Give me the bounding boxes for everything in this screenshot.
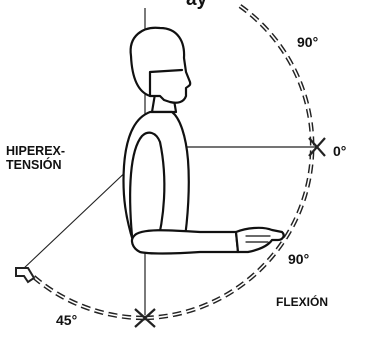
angle-0-label: 0° (333, 143, 346, 159)
top-cropped-text: ay (186, 0, 207, 11)
angle-45-label: 45° (56, 312, 77, 328)
hyperextension-label-line1: HIPEREX- (6, 144, 65, 158)
flexion-label: FLEXIÓN (276, 295, 328, 309)
human-figure (123, 28, 283, 254)
angle-90-top-label: 90° (297, 34, 318, 50)
hyperextension-label-line2: TENSIÓN (6, 158, 65, 172)
forearm (132, 230, 238, 253)
hyperextension-arc (24, 268, 145, 318)
head (131, 28, 191, 103)
hyperextension-end-marker (16, 268, 34, 282)
hyperextension-arc-inner (24, 268, 145, 318)
angle-90-right-label: 90° (288, 251, 309, 267)
hyperextension-label: HIPEREX- TENSIÓN (6, 144, 65, 172)
